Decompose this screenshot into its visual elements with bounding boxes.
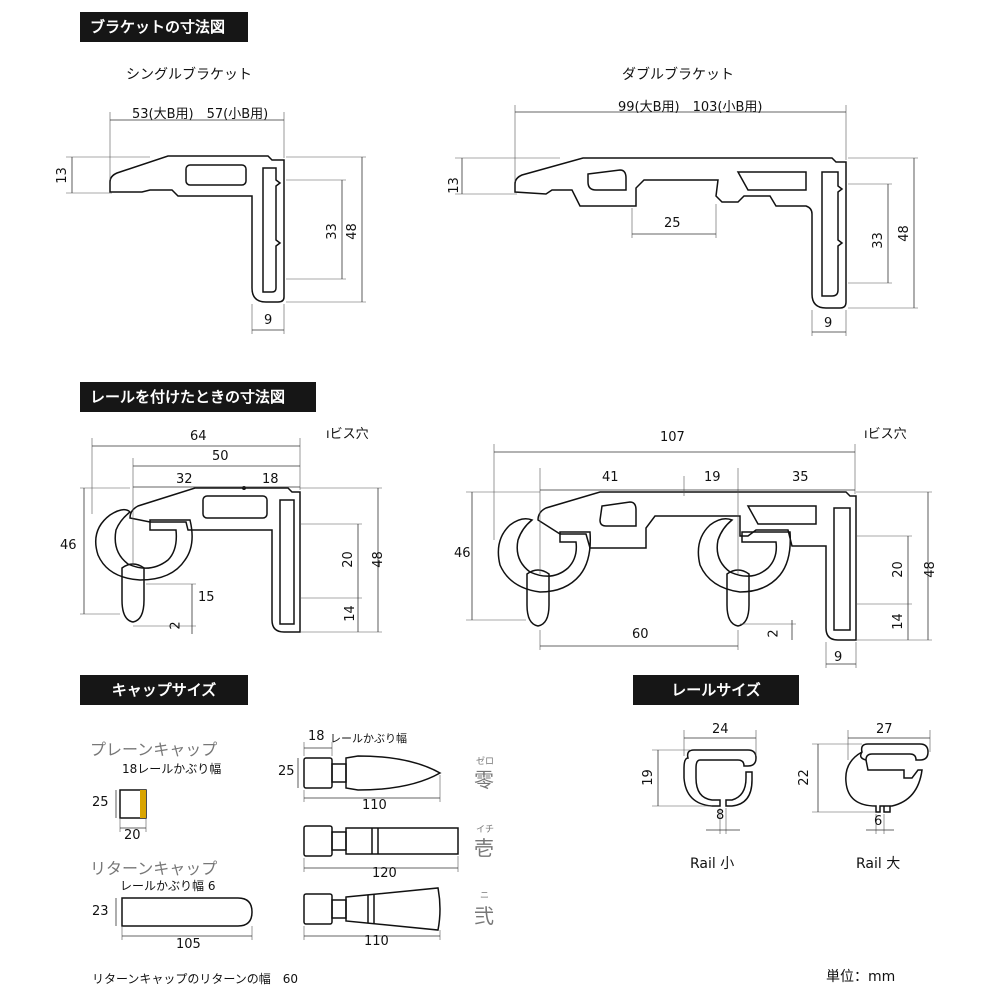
finial-zero-width: 110 <box>362 798 387 813</box>
double-mounted-dim-lines <box>466 444 932 668</box>
single-bracket-width-label: 53(大B用) 57(小B用) <box>132 107 269 122</box>
rail-small-gap: 8 <box>716 808 725 823</box>
plain-cap-title: プレーンキャップ <box>90 740 218 759</box>
double-bracket-title: ダブルブラケット <box>622 67 734 83</box>
return-cap-title: リターンキャップ <box>90 859 218 878</box>
return-cap-note: リターンキャップのリターンの幅 60 <box>92 972 299 986</box>
rail-large-name: Rail 大 <box>856 856 901 872</box>
finial-zero-ruby: ゼロ <box>476 757 495 767</box>
single-bracket-dim-9: 9 <box>264 313 273 328</box>
double-bracket-width-label: 99(大B用) 103(小B用) <box>618 100 763 115</box>
single-bracket-dim-33: 33 <box>324 223 340 240</box>
single-mounted-dim-18: 18 <box>262 472 279 487</box>
double-mounted-dim-41: 41 <box>602 470 619 485</box>
double-bracket-dim-lines <box>455 105 918 336</box>
screw-hole-mark: ı <box>864 427 868 442</box>
double-mounted-dim-48: 48 <box>922 561 938 578</box>
single-mounted-dim-64: 64 <box>190 429 207 444</box>
rail-small-profile <box>683 749 757 807</box>
double-mounted-dim-107: 107 <box>660 430 685 445</box>
finial-zero-name: 零 <box>474 768 494 792</box>
single-mounted-dim-50: 50 <box>212 449 229 464</box>
rail-large-width: 27 <box>876 722 893 737</box>
section-rail-size: レールサイズ <box>633 675 799 705</box>
double-bracket-profile <box>514 157 847 309</box>
single-mounted-dim-lines <box>80 438 382 634</box>
rail-large-dim-lines <box>812 730 931 834</box>
finial-height: 25 <box>278 764 295 779</box>
rail-small-height: 19 <box>640 769 656 786</box>
plain-cap-drawing <box>115 789 147 832</box>
single-mounted-dim-14: 14 <box>342 605 358 622</box>
double-mounted-dim-20: 20 <box>890 561 906 578</box>
double-mounted-dim-9: 9 <box>834 650 843 665</box>
single-mounted-dim-32: 32 <box>176 472 193 487</box>
double-mounted-dim-2: 2 <box>766 629 782 638</box>
return-cap-cover-label: レールかぶり幅 6 <box>120 879 216 893</box>
screw-hole-label: ビス穴 <box>329 427 369 442</box>
double-mounted-dim-46: 46 <box>454 546 471 561</box>
single-mounted-dim-48: 48 <box>370 551 386 568</box>
single-bracket-dim-lines <box>66 112 366 334</box>
single-mounted-dim-46: 46 <box>60 538 77 553</box>
finial-cover-number: 18 <box>308 729 325 744</box>
double-mounted-dim-60: 60 <box>632 627 649 642</box>
double-mounted-profile <box>497 491 857 641</box>
rail-small-name: Rail 小 <box>690 856 735 872</box>
rail-large-profile <box>845 743 929 813</box>
screw-hole-label: ビス穴 <box>867 427 907 442</box>
finial-ichi-width: 120 <box>372 866 397 881</box>
single-mounted-profile <box>95 486 301 633</box>
section-bracket-dims: ブラケットの寸法図 <box>80 12 248 42</box>
finial-ichi-name: 壱 <box>474 836 494 860</box>
double-bracket-dim-33: 33 <box>870 232 886 249</box>
double-mounted-screw-hole: ıビス穴 <box>864 423 907 442</box>
section-cap-size: キャップサイズ <box>80 675 248 705</box>
plain-cap-cover-label: 18レールかぶり幅 <box>122 762 222 776</box>
rail-small-dim-lines <box>652 730 757 834</box>
single-mounted-dim-2: 2 <box>168 621 184 630</box>
unit-label: 単位：mm <box>826 969 896 985</box>
finial-ni-ruby: ニ <box>480 891 490 901</box>
finial-cover-text: レールかぶり幅 <box>330 732 407 745</box>
return-cap-height: 23 <box>92 904 109 919</box>
return-cap-drawing <box>115 897 253 940</box>
double-mounted-dim-35: 35 <box>792 470 809 485</box>
double-bracket-dim-13: 13 <box>446 177 462 194</box>
finial-zero-drawing <box>297 742 442 802</box>
screw-hole-mark: ı <box>326 427 330 442</box>
return-cap-width: 105 <box>176 937 201 952</box>
double-bracket-dim-9: 9 <box>824 316 833 331</box>
double-mounted-dim-19: 19 <box>704 470 721 485</box>
plain-cap-width: 20 <box>124 828 141 843</box>
double-bracket-dim-48: 48 <box>896 225 912 242</box>
single-bracket-dim-48: 48 <box>344 223 360 240</box>
single-bracket-title: シングルブラケット <box>126 67 252 83</box>
single-mounted-dim-15: 15 <box>198 590 215 605</box>
single-mounted-screw-hole: ıビス穴 <box>326 423 369 442</box>
finial-ni-width: 110 <box>364 934 389 949</box>
section-rail-mounted-dims: レールを付けたときの寸法図 <box>80 382 316 412</box>
double-bracket-dim-25: 25 <box>664 216 681 231</box>
single-bracket-dim-13: 13 <box>54 167 70 184</box>
finial-ichi-drawing <box>303 825 459 872</box>
finial-ichi-ruby: イチ <box>476 825 495 835</box>
rail-large-gap: 6 <box>874 814 883 829</box>
single-mounted-dim-20: 20 <box>340 551 356 568</box>
rail-small-width: 24 <box>712 722 729 737</box>
rail-large-height: 22 <box>796 769 812 786</box>
double-mounted-dim-14: 14 <box>890 613 906 630</box>
single-bracket-profile <box>109 155 285 303</box>
finial-ni-drawing <box>303 887 441 940</box>
plain-cap-height: 25 <box>92 795 109 810</box>
finial-ni-name: 弐 <box>474 904 494 928</box>
